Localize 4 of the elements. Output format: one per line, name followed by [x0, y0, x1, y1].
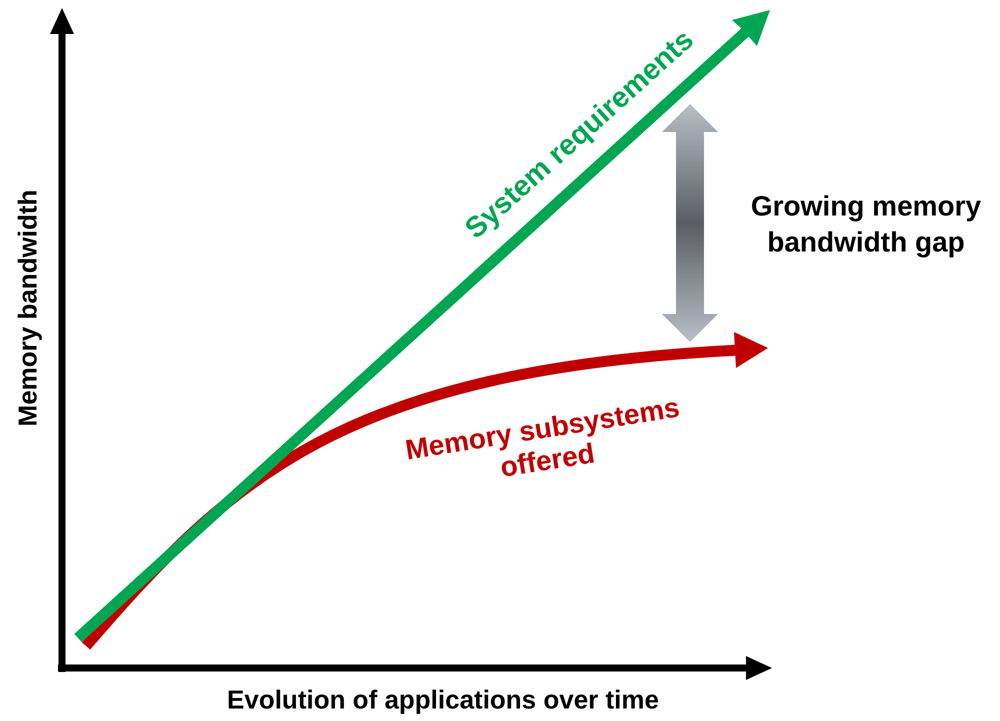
y-axis-label: Memory bandwidth: [12, 190, 44, 426]
gap-label: Growing memory bandwidth gap: [750, 190, 982, 260]
curve-label: Memory subsystems offered: [402, 390, 683, 486]
x-axis-label: Evolution of applications over time: [227, 684, 659, 716]
